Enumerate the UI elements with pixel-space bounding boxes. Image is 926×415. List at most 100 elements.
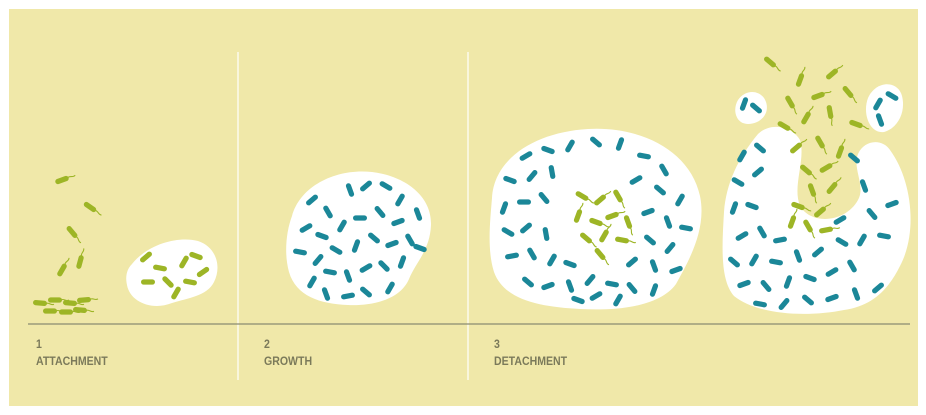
bacterium-biofilm	[793, 249, 803, 263]
bacterium-biofilm	[637, 152, 651, 160]
bacterium-planktonic	[73, 307, 95, 313]
bacterium-biofilm	[590, 136, 602, 148]
bacterium-biofilm	[522, 276, 534, 288]
bacterium-planktonic	[162, 276, 174, 288]
bacterium-planktonic	[573, 202, 584, 223]
bacterium-biofilm	[584, 274, 596, 286]
bacterium-planktonic	[801, 105, 814, 125]
bacterium-biofilm	[526, 170, 538, 182]
bacterium-biofilm	[825, 267, 839, 277]
bacterium-biofilm	[760, 280, 772, 292]
bacterium-biofilm	[769, 258, 783, 266]
bacterium-biofilm	[872, 282, 884, 294]
bacterium-planktonic	[819, 226, 841, 234]
bacterium-biofilm	[875, 113, 885, 127]
bacterium-biofilm	[505, 252, 519, 260]
stage-number-1: 1	[36, 337, 42, 351]
bacterium-biofilm	[866, 208, 878, 220]
bacterium-biofilm	[654, 184, 666, 196]
bacterium-biofilm	[353, 215, 367, 221]
bacterium-biofilm	[307, 275, 317, 289]
bacterium-planktonic	[787, 208, 798, 229]
bacterium-biofilm	[783, 275, 793, 289]
bacterium-biofilm	[605, 280, 619, 288]
bacterium-biofilm	[641, 207, 655, 217]
bacterium-biofilm	[873, 97, 883, 111]
bacterium-biofilm	[757, 225, 767, 239]
bacterium-planktonic	[55, 174, 76, 185]
matrix-blob-detaching	[722, 126, 911, 314]
bacterium-biofilm	[391, 217, 405, 227]
bacterium-biofilm	[315, 231, 329, 241]
bacterium-biofilm	[750, 102, 762, 114]
bacterium-planktonic	[153, 264, 167, 272]
bacterium-biofilm	[374, 206, 386, 218]
bacterium-planktonic	[623, 215, 634, 236]
bacterium-planktonic	[196, 266, 210, 278]
bacterium-biofilm	[679, 224, 693, 232]
stage-label-3: 3 DETACHMENT	[494, 336, 567, 370]
matrix-blob-growth	[286, 171, 432, 306]
bacterium-biofilm	[341, 292, 355, 300]
bacterium-planktonic	[77, 297, 99, 303]
bacterium-planktonic	[849, 119, 870, 130]
bacterium-biofilm	[773, 236, 787, 244]
bacterium-biofilm	[885, 91, 899, 101]
bacterium-biofilm	[413, 243, 427, 253]
bacterium-biofilm	[397, 255, 407, 269]
bacterium-planktonic	[811, 90, 832, 101]
bacterium-biofilm	[541, 281, 555, 291]
bacterium-planktonic	[57, 257, 70, 277]
bacterium-planktonic	[819, 160, 839, 173]
stage-label-1: 1 ATTACHMENT	[36, 336, 108, 370]
bacterium-biofilm	[306, 194, 318, 206]
bacterium-biofilm	[527, 247, 537, 261]
bacterium-planktonic	[800, 164, 817, 180]
bacterium-planktonic	[764, 56, 781, 72]
bacterium-biofilm	[669, 265, 683, 275]
bacterium-biofilm	[859, 179, 869, 193]
bacterium-biofilm	[749, 253, 759, 267]
bacterium-biofilm	[368, 232, 380, 244]
bacterium-biofilm	[626, 256, 638, 268]
bacterium-planktonic	[63, 300, 85, 306]
bacterium-biofilm	[802, 294, 814, 306]
bacterium-planktonic	[835, 138, 846, 159]
bacterium-biofilm	[663, 215, 673, 229]
bacterium-biofilm	[359, 263, 373, 273]
bacterium-planktonic	[803, 219, 816, 239]
bacterium-biofilm	[857, 233, 867, 247]
bacterium-biofilm	[753, 300, 767, 308]
bacterium-biofilm	[835, 237, 849, 247]
bacterium-planktonic	[33, 300, 55, 306]
bacterium-planktonic	[826, 105, 834, 127]
bacterium-planktonic	[66, 226, 82, 244]
bacterium-biofilm	[547, 253, 557, 267]
bacterium-biofilm	[847, 259, 857, 273]
bacterium-biofilm	[395, 193, 405, 207]
bacterium-biofilm	[299, 223, 313, 233]
bacterium-planktonic	[842, 86, 858, 104]
bacterium-planktonic	[807, 183, 818, 204]
bacterium-planktonic	[613, 189, 626, 209]
bacterium-biofilm	[293, 248, 307, 256]
bacterium-biofilm	[649, 283, 659, 297]
bacterium-biofilm	[499, 201, 509, 215]
bacterium-biofilm	[517, 199, 531, 205]
bacterium-biofilm	[659, 163, 669, 177]
bacterium-biofilm	[345, 183, 355, 197]
bacterium-biofilm	[563, 259, 577, 269]
bacterium-biofilm	[675, 193, 685, 207]
bacterium-biofilm	[848, 152, 860, 164]
bacterium-biofilm	[541, 145, 555, 155]
bacterium-biofilm	[343, 269, 353, 283]
bacterium-biofilm	[378, 260, 390, 272]
bacterium-planktonic	[189, 251, 203, 261]
bacterium-planktonic	[826, 177, 842, 194]
bacterium-biofilm	[812, 246, 824, 258]
bacterium-planktonic	[815, 135, 828, 155]
matrix-fragment-right	[865, 84, 904, 133]
bacterium-biofilm	[571, 295, 585, 305]
bacterium-biofilm	[649, 259, 659, 273]
